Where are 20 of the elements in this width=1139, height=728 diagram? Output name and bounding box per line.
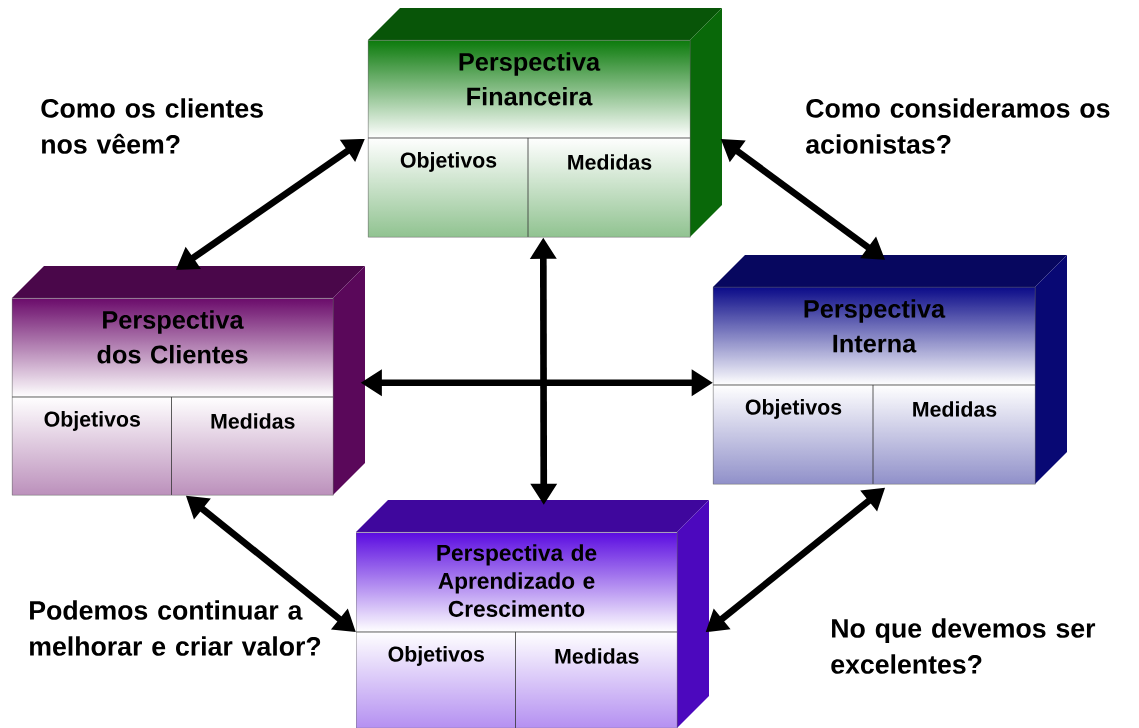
perspective-block: [367, 8, 722, 238]
column-header: Medidas: [913, 401, 997, 417]
block-title: Perspectiva Financeira: [459, 52, 601, 106]
perspective-block: [11, 266, 365, 496]
question-text: Como os clientes nos vêem?: [41, 98, 263, 154]
question-text: Como consideramos os acionistas?: [806, 98, 1110, 154]
perspective-block: [712, 255, 1067, 485]
column-header: Objetivos: [745, 399, 842, 419]
block-title: Perspectiva Interna: [804, 299, 946, 353]
column-header: Objetivos: [44, 411, 140, 431]
column-header: Objetivos: [400, 152, 497, 172]
column-header: Medidas: [555, 648, 639, 664]
question-text: Podemos continuar a melhorar e criar valor?: [30, 600, 321, 656]
column-header: Medidas: [568, 154, 652, 170]
column-header: Objetivos: [388, 646, 484, 666]
column-header: Medidas: [211, 413, 295, 429]
perspective-block: [355, 500, 709, 728]
question-text: No que devemos ser excelentes?: [831, 618, 1096, 674]
block-title: Perspectiva dos Clientes: [97, 310, 248, 364]
block-title: Perspectiva de Aprendizado e Crescimento: [437, 544, 597, 617]
